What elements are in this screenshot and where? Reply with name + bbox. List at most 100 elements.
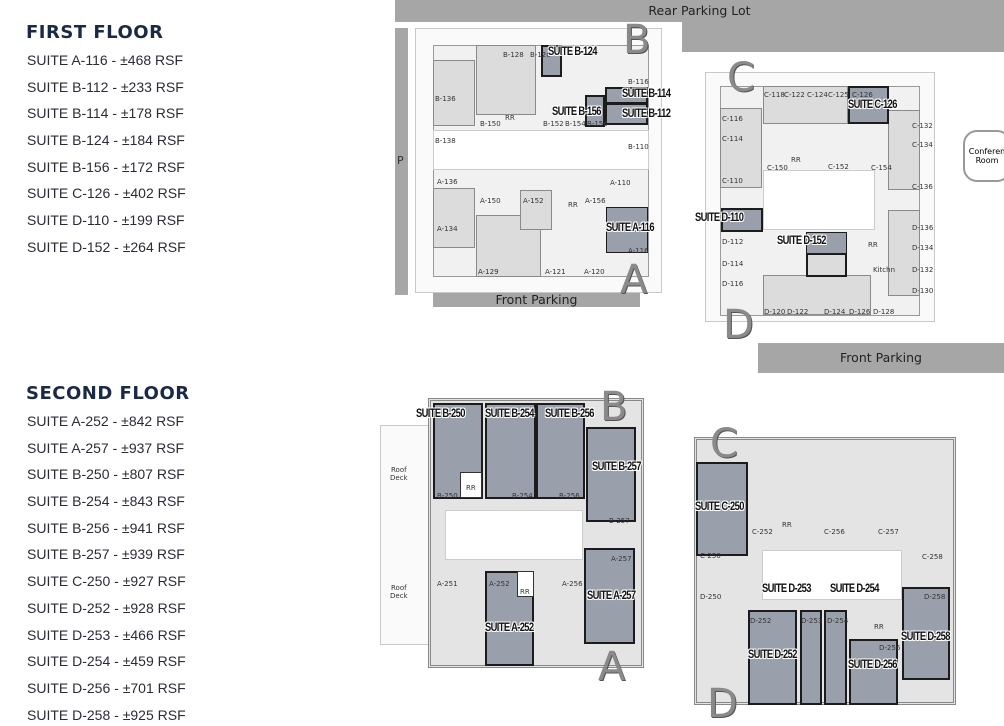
room-label: D-134 [912,244,934,252]
room-label: RR [791,156,801,164]
room-label: RR [568,201,578,209]
room-label: D-126 [849,308,871,316]
room-label: RR [466,484,476,492]
suite-label[interactable]: SUITE D-254 [830,581,879,595]
room-label: A-152 [523,197,544,205]
suite-b-254-highlight[interactable] [485,403,536,499]
suite-list-item: SUITE D-256 - ±701 RSF [27,679,186,696]
room-block [888,110,920,190]
room-label: C-116 [722,115,743,123]
suite-a-257-highlight[interactable] [584,548,635,644]
suite-label[interactable]: SUITE B-250 [416,406,465,420]
room-label: D-256 [879,644,901,652]
suite-label[interactable]: SUITE D-252 [748,647,797,661]
room-block [763,86,848,124]
suite-label[interactable]: SUITE B-156 [552,104,601,118]
room-label: C-252 [752,528,773,536]
suite-d-110-highlight[interactable] [721,208,763,232]
suite-d-254-highlight[interactable] [824,610,847,705]
roof-deck-area [380,425,430,645]
suite-label[interactable]: SUITE D-258 [901,629,950,643]
second-floor-suite-list: SUITE A-252 - ±842 RSF SUITE A-257 - ±937… [27,408,186,726]
room-label: A-136 [437,178,458,186]
suite-a-252-highlight[interactable] [485,571,534,666]
parking-area [682,22,1004,52]
suite-list-item: SUITE B-250 - ±807 RSF [27,466,185,483]
suite-label[interactable]: SUITE B-114 [622,86,671,100]
room-label: B-256 [559,492,580,500]
suite-label[interactable]: SUITE B-256 [545,406,594,420]
suite-d-256-highlight[interactable] [849,639,898,705]
suite-list-item: SUITE D-252 - ±928 RSF [27,599,186,616]
suite-list-item: SUITE B-254 - ±843 RSF [27,493,185,510]
suite-label[interactable]: SUITE D-152 [777,233,826,247]
front-parking-ab: Front Parking [433,293,640,307]
room-label: B-150 [480,120,501,128]
suite-list-item: SUITE D-152 - ±264 RSF [27,238,186,255]
suite-label[interactable]: SUITE B-257 [592,459,641,473]
room-label: D-253 [801,617,823,625]
suite-b-112-highlight[interactable] [605,103,648,125]
suite-a-116-highlight[interactable] [606,207,648,253]
suite-list-item: SUITE D-110 - ±199 RSF [27,212,185,229]
room-label: D-254 [827,617,849,625]
room-label: RR [874,623,884,631]
room-label: A-129 [478,268,499,276]
suite-list-item: SUITE B-114 - ±178 RSF [27,105,184,122]
room-label: RR [505,114,515,122]
suite-c-250-highlight[interactable] [696,462,748,556]
suite-label[interactable]: SUITE A-252 [485,620,534,634]
suite-label[interactable]: SUITE A-257 [587,588,636,602]
suite-b-124-highlight[interactable] [541,45,562,77]
suite-d-152-extension[interactable] [806,253,847,277]
suite-d-258-highlight[interactable] [902,587,950,680]
room-label: D-120 [764,308,786,316]
suite-d-253-highlight[interactable] [800,610,822,705]
room-label: C-250 [700,552,721,560]
suite-b-156-highlight[interactable] [585,95,605,127]
room-label: A-120 [584,268,605,276]
room-block [763,275,871,315]
suite-list-item: SUITE A-257 - ±937 RSF [27,439,185,456]
suite-label[interactable]: SUITE B-254 [485,406,534,420]
room-label: B-116 [628,78,649,86]
suite-list-item: SUITE A-252 - ±842 RSF [27,413,185,429]
suite-d-252-highlight[interactable] [748,610,797,705]
suite-list-item: SUITE D-258 - ±925 RSF [27,706,186,723]
room-label: C-258 [922,553,943,561]
building-letter-b-second: B [600,384,628,430]
suite-b-256-highlight[interactable] [536,403,585,499]
restroom [517,571,534,597]
room-label: C-134 [912,141,933,149]
side-parking [395,28,408,295]
suite-label[interactable]: SUITE D-110 [695,210,744,224]
room-label: A-116 [628,247,649,255]
suite-label[interactable]: SUITE B-112 [622,106,671,120]
suite-b-257-highlight[interactable] [586,427,636,522]
building-letter-c-second: C [710,421,738,467]
building-letter-d-second: D [707,681,738,726]
front-parking-cd: Front Parking [758,343,1004,373]
suite-label[interactable]: SUITE C-126 [848,97,897,111]
first-floor-title: FIRST FLOOR [26,22,164,43]
room-label: D-116 [722,280,744,288]
room-label: D-136 [912,224,934,232]
core-cd-second [762,550,902,600]
room-label: C-110 [722,177,743,185]
suite-label[interactable]: SUITE C-250 [695,499,744,513]
room-label: C-126 [852,91,873,99]
room-label: C-124 [807,91,828,99]
room-label: A-134 [437,225,458,233]
room-label: C-136 [912,183,933,191]
room-label: B-254 [512,492,533,500]
conference-room: Conferen Room [963,130,1004,182]
suite-label[interactable]: SUITE B-124 [548,44,597,58]
suite-label[interactable]: SUITE D-253 [762,581,811,595]
suite-label[interactable]: SUITE D-256 [848,657,897,671]
suite-label[interactable]: SUITE A-116 [606,220,655,234]
room-label: A-110 [610,179,631,187]
suite-c-126-highlight[interactable] [848,86,889,124]
corridor-ab-first [433,130,649,170]
building-letter-c: C [727,55,755,101]
building-letter-d: D [723,302,754,348]
